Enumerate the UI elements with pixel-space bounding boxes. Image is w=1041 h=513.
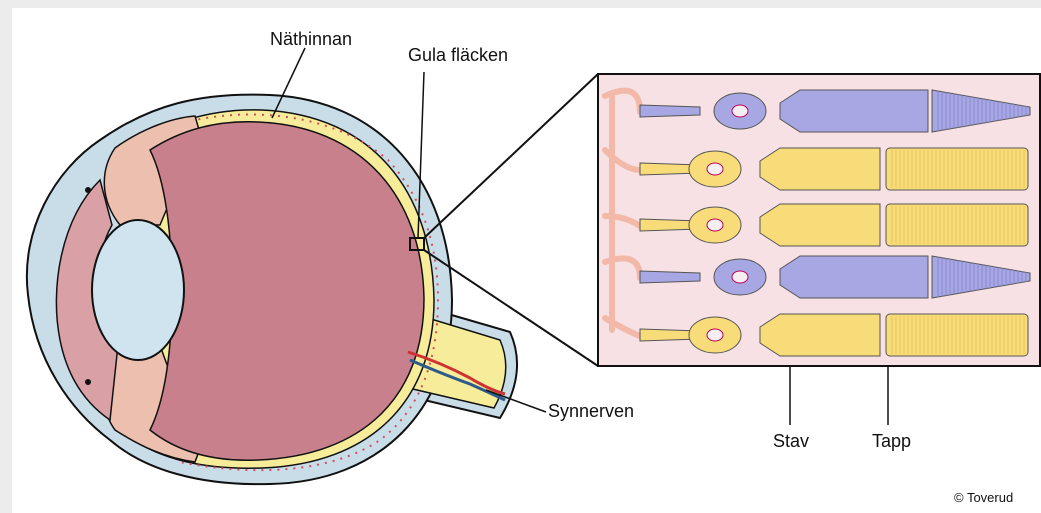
label-rod: Stav bbox=[773, 432, 809, 450]
outer-segment-rod bbox=[886, 314, 1028, 356]
label-optic-nerve: Synnerven bbox=[548, 402, 634, 420]
inner-segment bbox=[760, 204, 880, 246]
inner-segment bbox=[780, 90, 928, 132]
lens bbox=[92, 220, 184, 360]
inner-segment bbox=[760, 314, 880, 356]
cell-axon bbox=[640, 105, 700, 117]
zoom-line-top bbox=[424, 74, 598, 238]
cell-nucleus bbox=[732, 105, 748, 117]
label-retina: Näthinnan bbox=[270, 30, 352, 48]
cell-nucleus bbox=[707, 329, 723, 341]
outer-segment-rod bbox=[886, 148, 1028, 190]
label-cone: Tapp bbox=[872, 432, 911, 450]
inner-segment bbox=[760, 148, 880, 190]
eyeball bbox=[27, 95, 517, 485]
cell-nucleus bbox=[707, 219, 723, 231]
cell-nucleus bbox=[732, 271, 748, 283]
cell-nucleus bbox=[707, 163, 723, 175]
label-macula: Gula fläcken bbox=[408, 46, 508, 64]
cell-axon bbox=[640, 271, 700, 283]
inner-segment bbox=[780, 256, 928, 298]
copyright-notice: © Toverud bbox=[954, 490, 1013, 505]
outer-segment-rod bbox=[886, 204, 1028, 246]
